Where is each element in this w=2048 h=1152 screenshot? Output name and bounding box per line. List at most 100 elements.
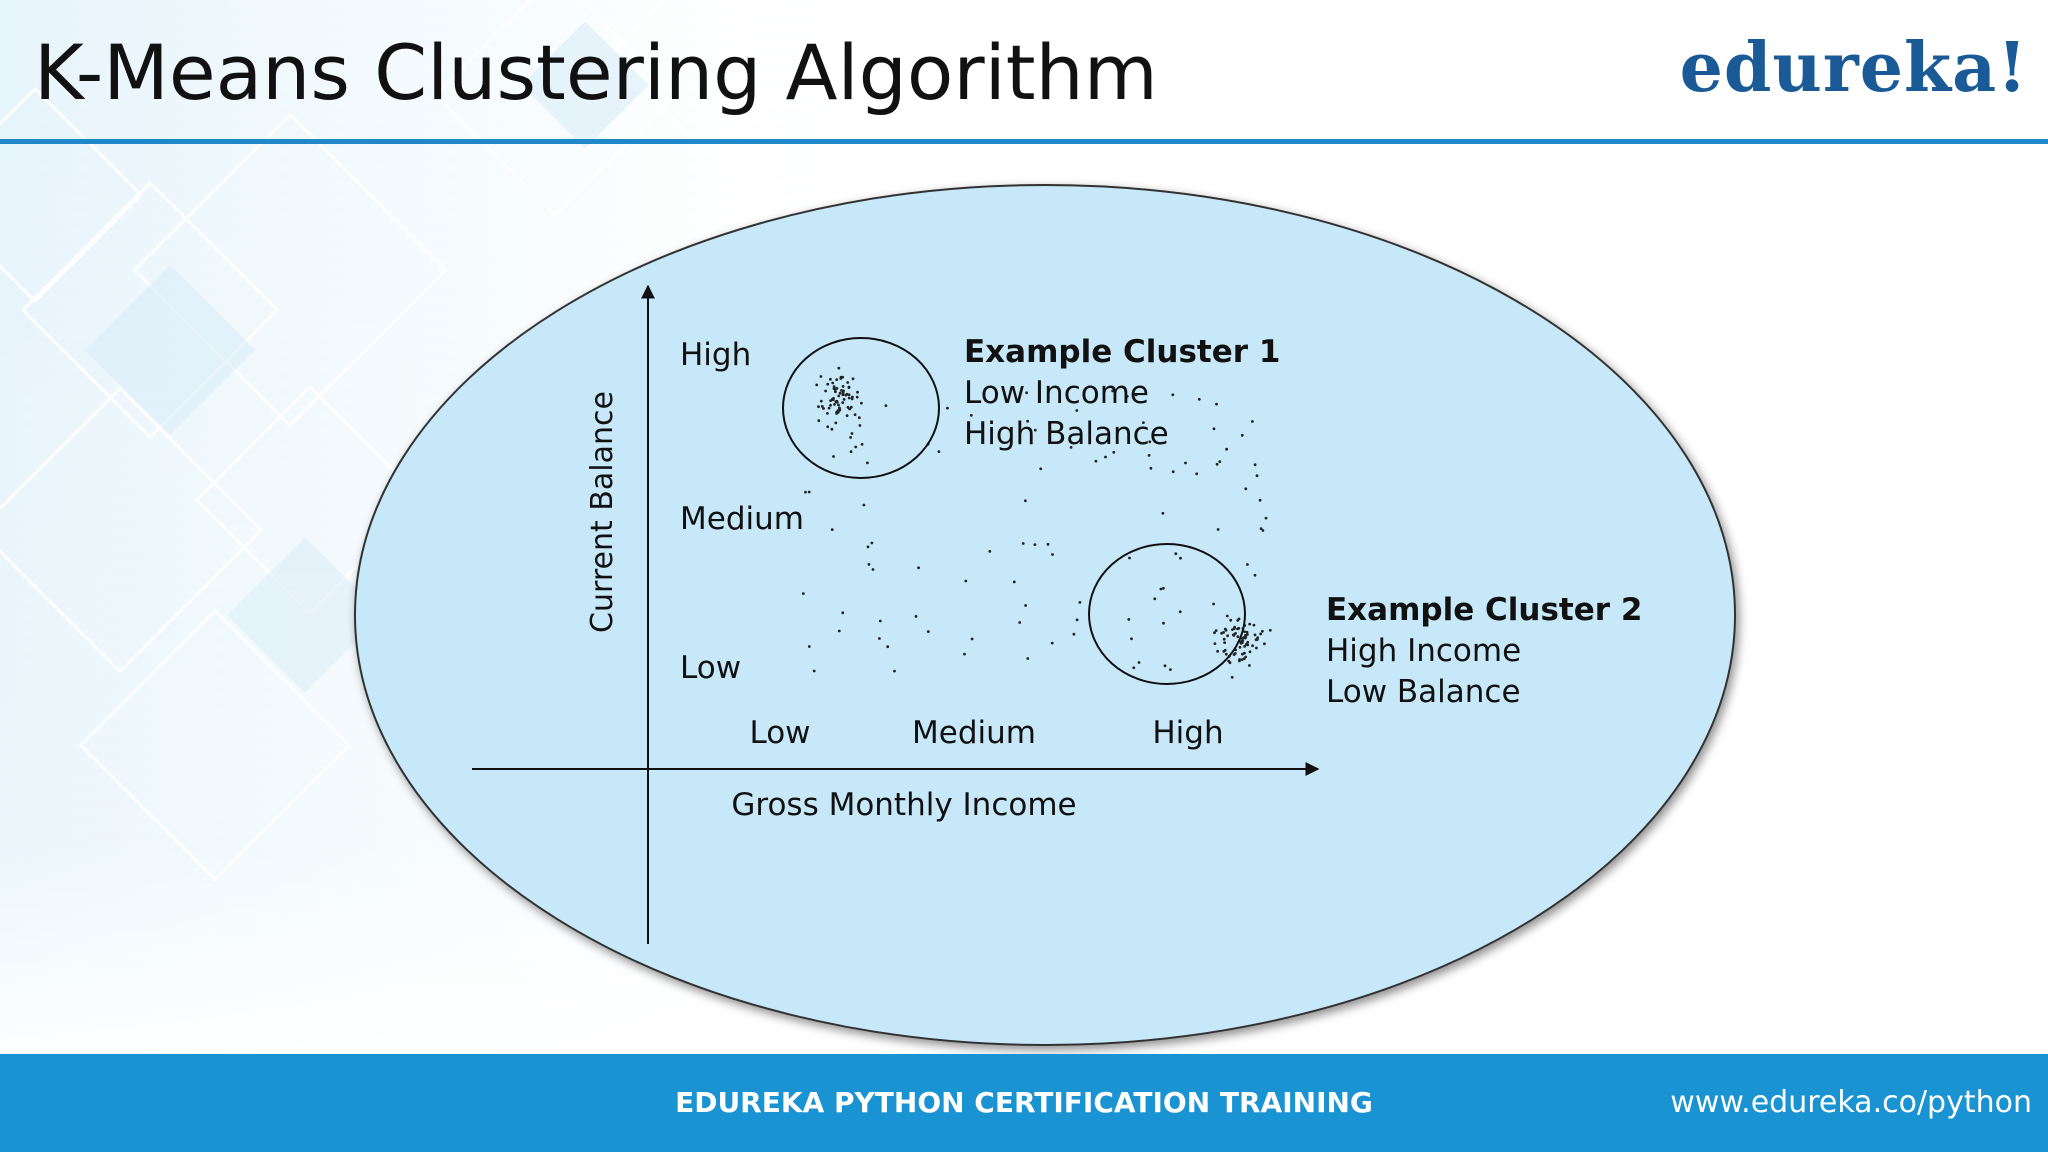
scatter-dot <box>1223 648 1227 652</box>
scatter-dot <box>1216 649 1219 653</box>
scatter-dot <box>1021 542 1025 545</box>
scatter-dot <box>822 407 825 410</box>
scatter-dot <box>914 615 918 618</box>
scatter-dot <box>862 503 866 507</box>
scatter-dot <box>1012 580 1016 584</box>
scatter-dot <box>1075 409 1079 412</box>
scatter-dot <box>1142 421 1145 424</box>
scatter-dot <box>839 377 843 380</box>
scatter-dot <box>1171 393 1175 397</box>
scatter-dot <box>1244 634 1247 637</box>
y-tick-medium: Medium <box>680 501 804 537</box>
scatter-dot <box>1261 529 1265 532</box>
scatter-dot <box>804 490 807 494</box>
scatter-dot <box>1213 631 1216 635</box>
scatter-dot <box>1072 632 1076 636</box>
scatter-dot <box>849 436 852 439</box>
scatter-dot <box>1174 552 1178 556</box>
scatter-dot <box>849 405 853 409</box>
scatter-dot <box>807 645 811 648</box>
scatter-dot <box>884 404 888 407</box>
cluster-2-title: Example Cluster 2 <box>1326 592 1642 628</box>
scatter-dot <box>847 386 851 389</box>
scatter-dot <box>878 637 881 640</box>
background-ellipse <box>354 184 1736 1046</box>
scatter-dot <box>1248 650 1252 654</box>
scatter-dot <box>1228 661 1232 665</box>
scatter-dot <box>1225 447 1228 451</box>
scatter-dot <box>1039 467 1043 471</box>
scatter-dot <box>853 413 857 416</box>
scatter-dot <box>850 432 854 435</box>
scatter-dot <box>829 377 832 381</box>
scatter-dot <box>1240 658 1244 661</box>
scatter-dot <box>826 382 830 386</box>
scatter-dot <box>1184 461 1187 465</box>
scatter-dot <box>1171 470 1175 474</box>
scatter-dot <box>1033 543 1037 546</box>
scatter-dot <box>846 405 850 409</box>
scatter-dot <box>1149 466 1153 470</box>
scatter-dot <box>1241 652 1244 656</box>
scatter-dot <box>815 383 819 387</box>
scatter-dot <box>1026 657 1030 660</box>
scatter-dot <box>1078 601 1082 604</box>
scatter-dot <box>1026 419 1029 423</box>
scatter-dot <box>1137 661 1141 664</box>
scatter-dot <box>1212 427 1216 431</box>
scatter-dot <box>1251 644 1254 648</box>
scatter-dot <box>826 425 830 429</box>
scatter-dot <box>1179 556 1182 560</box>
scatter-dot <box>838 391 842 395</box>
page-title: K-Means Clustering Algorithm <box>34 28 1158 117</box>
scatter-dot <box>831 398 835 402</box>
scatter-dot <box>1263 642 1266 646</box>
scatter-dot <box>838 406 841 410</box>
scatter-dot <box>1243 630 1247 634</box>
x-tick-high: High <box>1152 715 1223 751</box>
scatter-dot <box>845 414 849 417</box>
scatter-dot <box>807 490 811 494</box>
scatter-dot <box>1024 499 1027 503</box>
scatter-dot <box>1230 675 1234 679</box>
scatter-dot <box>855 395 859 399</box>
scatter-dot <box>893 669 896 673</box>
scatter-dot <box>917 566 920 570</box>
scatter-dot <box>1237 626 1241 630</box>
scatter-dot <box>829 403 832 407</box>
scatter-dot <box>1046 542 1050 546</box>
edureka-logo: edureka! <box>1679 28 2028 108</box>
scatter-dot <box>832 455 835 458</box>
scatter-dot <box>1264 516 1268 520</box>
cluster-1-line2: High Balance <box>964 416 1169 452</box>
cluster-2-circle <box>1088 543 1246 685</box>
scatter-dot <box>1245 630 1249 634</box>
cluster-1-line1: Low Income <box>964 375 1149 411</box>
scatter-dot <box>1243 645 1246 648</box>
scatter-dot <box>851 377 855 381</box>
cluster-1-circle <box>782 337 940 479</box>
y-tick-low: Low <box>680 650 741 686</box>
scatter-dot <box>1051 553 1054 556</box>
footer-url[interactable]: www.edureka.co/python <box>1670 1085 2032 1120</box>
scatter-dot <box>1242 636 1246 639</box>
scatter-dot <box>834 421 838 425</box>
scatter-dot <box>841 401 845 404</box>
scatter-dot <box>1218 460 1222 463</box>
scatter-dot <box>1255 474 1259 478</box>
scatter-dot <box>1251 420 1254 423</box>
scatter-dot <box>969 414 973 417</box>
scatter-dot <box>1162 586 1165 590</box>
x-axis-title: Gross Monthly Income <box>731 787 1076 823</box>
scatter-dot <box>1018 621 1022 624</box>
scatter-dot <box>937 450 941 453</box>
scatter-dot <box>847 396 851 400</box>
x-tick-low: Low <box>749 715 810 751</box>
scatter-dot <box>1128 556 1131 560</box>
scatter-dot <box>819 399 823 403</box>
scatter-dot <box>1244 655 1248 659</box>
scatter-dot <box>1248 664 1251 667</box>
scatter-dot <box>1232 633 1235 637</box>
scatter-dot <box>835 378 839 381</box>
